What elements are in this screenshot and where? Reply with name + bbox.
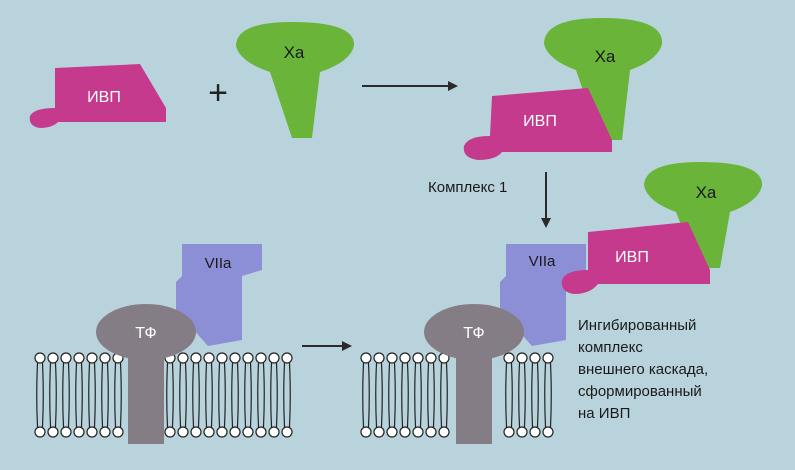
ivp-shape-top-right: ИВП bbox=[463, 88, 612, 160]
xa-label: Xa bbox=[284, 43, 305, 62]
membrane-lipid bbox=[60, 352, 72, 438]
ivp-label: ИВП bbox=[523, 113, 557, 130]
xa-shape-top-left: Xa bbox=[236, 22, 355, 138]
viia-shape-left: VIIa bbox=[176, 244, 262, 346]
membrane-lipid bbox=[229, 352, 241, 438]
membrane-lipid bbox=[386, 352, 398, 438]
membrane-lipid bbox=[281, 352, 293, 438]
membrane-lipid bbox=[255, 352, 267, 438]
caption-line-4: сформированный bbox=[578, 383, 702, 400]
membrane-lipid bbox=[529, 352, 541, 438]
inhibited-complex-caption: Ингибированный комплекс внешнего каскада… bbox=[578, 317, 708, 422]
caption-line-5: на ИВП bbox=[578, 405, 630, 422]
complex-1-label: Комплекс 1 bbox=[428, 179, 507, 196]
tf-shape-right: ТФ bbox=[424, 304, 524, 444]
membrane-lipid bbox=[47, 352, 59, 438]
membrane-lipid bbox=[216, 352, 228, 438]
tf-label: ТФ bbox=[463, 325, 484, 342]
membrane-lipid bbox=[190, 352, 202, 438]
membrane-lipid bbox=[399, 352, 411, 438]
membrane-lipid bbox=[438, 352, 450, 438]
membrane-lipid bbox=[242, 352, 254, 438]
membrane-left bbox=[34, 352, 293, 438]
xa-shape-top-right: Xa bbox=[544, 18, 663, 140]
plus-sign: + bbox=[208, 74, 228, 112]
tf-shape-left: ТФ bbox=[96, 304, 196, 444]
caption-line-3: внешнего каскада, bbox=[578, 361, 708, 378]
ivp-label: ИВП bbox=[615, 249, 649, 266]
membrane-lipid bbox=[425, 352, 437, 438]
membrane-lipid bbox=[503, 352, 515, 438]
membrane-lipid bbox=[73, 352, 85, 438]
viia-shape-right: VIIa bbox=[500, 244, 586, 346]
caption-line-1: Ингибированный bbox=[578, 317, 696, 334]
membrane-lipid bbox=[412, 352, 424, 438]
ivp-shape-top-left: ИВП bbox=[29, 64, 166, 128]
xa-label: Xa bbox=[696, 183, 717, 202]
membrane-lipid bbox=[99, 352, 111, 438]
xa-shape-bottom-right: Xa bbox=[644, 162, 763, 268]
viia-label: VIIa bbox=[529, 253, 556, 270]
viia-label: VIIa bbox=[205, 255, 232, 272]
membrane-lipid bbox=[542, 352, 554, 438]
membrane-right bbox=[360, 352, 554, 438]
membrane-lipid bbox=[268, 352, 280, 438]
membrane-lipid bbox=[34, 352, 46, 438]
ivp-label: ИВП bbox=[87, 89, 121, 106]
membrane-lipid bbox=[86, 352, 98, 438]
xa-label: Xa bbox=[595, 47, 616, 66]
membrane-lipid bbox=[373, 352, 385, 438]
membrane-lipid bbox=[516, 352, 528, 438]
tf-label: ТФ bbox=[135, 325, 156, 342]
membrane-lipid bbox=[360, 352, 372, 438]
membrane-lipid bbox=[203, 352, 215, 438]
ivp-shape-bottom-right: ИВП bbox=[561, 222, 710, 294]
caption-line-2: комплекс bbox=[578, 339, 643, 356]
membrane-lipid bbox=[177, 352, 189, 438]
